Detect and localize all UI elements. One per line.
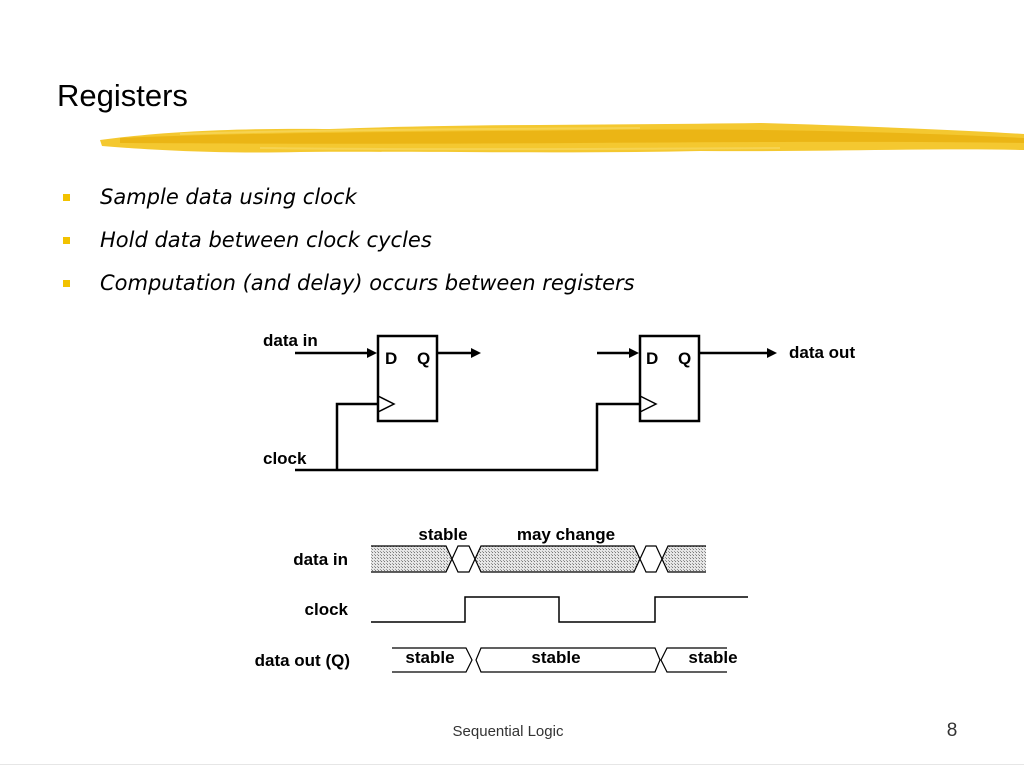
data-out-arrow-icon: [767, 348, 777, 358]
q1-output-arrow-icon: [471, 348, 481, 358]
data-in-change-region: [371, 546, 452, 572]
register-2-clock-triangle: [639, 395, 658, 413]
bullet-item: Sample data using clock: [60, 176, 635, 219]
data-in-change-region: [662, 546, 706, 572]
footer-title: Sequential Logic: [452, 723, 564, 740]
clock-branch-wire: [335, 402, 378, 470]
schematic-data-out-label: data out: [789, 343, 855, 362]
schematic-data-in-label: data in: [263, 331, 318, 350]
register-1-d-label: D: [385, 349, 397, 368]
data-out-stable-1: stable: [405, 648, 454, 667]
d2-input-arrow-icon: [629, 348, 639, 358]
bullet-text: Sample data using clock: [100, 185, 357, 209]
clock-waveform: [371, 596, 748, 623]
timing-label-data-in: data in: [293, 550, 348, 569]
clock-wire: [295, 402, 640, 472]
bottom-divider: [0, 764, 1024, 765]
bullet-item: Computation (and delay) occurs between r…: [60, 262, 635, 305]
data-in-waveform: [371, 545, 706, 573]
register-schematic: [295, 334, 777, 472]
bullet-list: Sample data using clock Hold data betwee…: [60, 176, 635, 305]
square-bullet-icon: [63, 237, 70, 244]
title-highlighter-stroke: [100, 123, 1024, 153]
data-in-arrow-icon: [367, 348, 377, 358]
schematic-clock-label: clock: [263, 449, 307, 468]
data-out-stable-3: stable: [688, 648, 737, 667]
square-bullet-icon: [63, 280, 70, 287]
data-out-stable-2: stable: [531, 648, 580, 667]
slide-title: Registers: [57, 78, 188, 113]
bullet-text: Hold data between clock cycles: [100, 228, 432, 252]
bullet-item: Hold data between clock cycles: [60, 219, 635, 262]
page-number: 8: [946, 720, 958, 741]
register-1-clock-triangle: [377, 395, 396, 413]
timing-label-data-out: data out (Q): [255, 651, 350, 670]
bullet-text: Computation (and delay) occurs between r…: [100, 271, 635, 295]
register-1-box: [376, 334, 439, 423]
annotation-may-change: may change: [517, 525, 615, 544]
square-bullet-icon: [63, 194, 70, 201]
register-2-d-label: D: [646, 349, 658, 368]
register-1-q-label: Q: [417, 349, 430, 368]
data-in-change-region: [475, 546, 640, 572]
annotation-stable: stable: [418, 525, 467, 544]
timing-label-clock: clock: [305, 600, 349, 619]
data-out-waveform: [392, 647, 727, 673]
register-2-q-label: Q: [678, 349, 691, 368]
